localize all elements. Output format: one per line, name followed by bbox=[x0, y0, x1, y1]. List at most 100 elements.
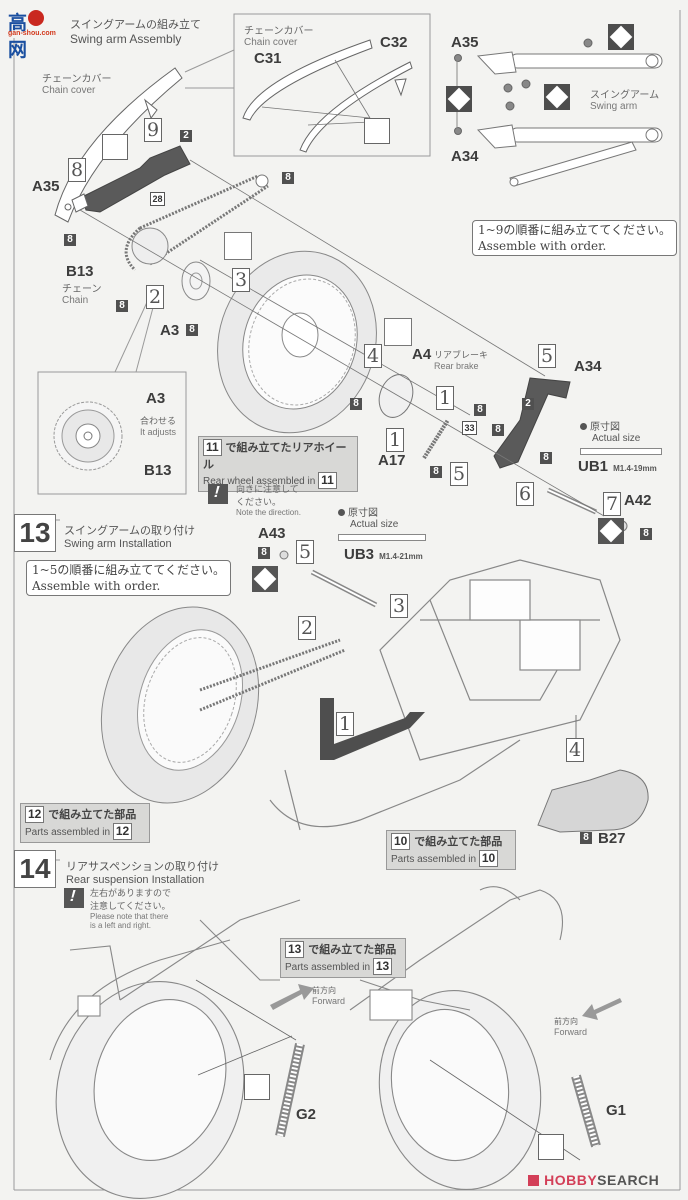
ref12-en: Parts assembled in bbox=[25, 827, 111, 838]
paint-code-8: 8 bbox=[258, 547, 270, 559]
paint-code-8: 8 bbox=[186, 324, 198, 336]
ref13-en: Parts assembled in bbox=[285, 962, 371, 973]
ref10-en: Parts assembled in bbox=[391, 854, 477, 865]
part-b27: B27 bbox=[598, 830, 626, 847]
paint-code-8: 8 bbox=[282, 172, 294, 184]
paint-code-8: 8 bbox=[540, 452, 552, 464]
left-right-note-jp-2: 注意してください。 bbox=[90, 902, 171, 912]
ref-panel-step10: 10 で組み立てた部品 Parts assembled in 10 bbox=[386, 830, 516, 870]
step13-order-note-en: Assemble with order. bbox=[32, 579, 161, 593]
ref-step-12: 12 bbox=[112, 823, 133, 840]
ref-step-11: 11 bbox=[318, 472, 337, 489]
left-right-note-en-2: is a left and right. bbox=[90, 921, 151, 930]
part-a42: A42 bbox=[624, 492, 652, 509]
no-cement-icon bbox=[224, 232, 252, 260]
rear-wheel-ref-panel: 11 で組み立てたリアホイール Rear wheel assembled in … bbox=[198, 436, 358, 492]
part-a17: A17 bbox=[378, 452, 406, 469]
ref-panel-step13: 13 で組み立てた部品 Parts assembled in 13 bbox=[280, 938, 406, 978]
swing-arm-label-en: Swing arm bbox=[590, 101, 638, 112]
ub1-actual-size-bar bbox=[580, 448, 662, 455]
caution-icon bbox=[208, 484, 228, 504]
step-number-3: 3 bbox=[390, 594, 408, 618]
step13-title-en: Swing arm Installation bbox=[64, 538, 172, 550]
step14-number: 14 bbox=[14, 850, 56, 888]
direction-note-en: Note the direction. bbox=[236, 508, 301, 517]
ref-step-12: 12 bbox=[25, 806, 45, 823]
adjusts-label-jp: 合わせる bbox=[140, 417, 177, 427]
chain-cover-label-en: Chain cover bbox=[42, 85, 96, 96]
paint-white-icon bbox=[598, 518, 624, 544]
part-b13: B13 bbox=[66, 263, 94, 280]
chain-cover-detail-box bbox=[233, 13, 431, 157]
step-number-1: 1 bbox=[386, 428, 404, 452]
ref-step-10: 10 bbox=[391, 833, 411, 850]
detail-chain-cover-en: Chain cover bbox=[244, 37, 298, 48]
paint-code-8: 8 bbox=[474, 404, 486, 416]
watermark-logo: 高 网 gan-shou.com bbox=[8, 8, 68, 61]
step12-title: スイングアームの組み立て Swing arm Assembly bbox=[70, 16, 201, 46]
ref-step-13: 13 bbox=[372, 958, 393, 975]
step-number-2: 2 bbox=[146, 285, 164, 309]
paint-code-28: 28 bbox=[150, 192, 165, 206]
left-right-note-en-1: Please note that there bbox=[90, 912, 169, 921]
step-number-8: 8 bbox=[68, 158, 86, 182]
forward-en: Forward bbox=[312, 996, 346, 1006]
chain-label-en: Chain bbox=[62, 295, 89, 306]
bullet-icon bbox=[338, 509, 345, 516]
step13-order-note: 1~5の順番に組み立ててください。 Assemble with order. bbox=[26, 560, 231, 596]
step-number-1: 1 bbox=[436, 386, 454, 410]
paint-white-icon bbox=[252, 566, 278, 592]
rear-brake-label-jp: リアブレーキ bbox=[434, 351, 489, 361]
part-a35: A35 bbox=[32, 178, 60, 195]
paint-code-8: 8 bbox=[430, 466, 442, 478]
swing-arm-label: スイングアーム Swing arm bbox=[590, 86, 659, 112]
step-number-2: 2 bbox=[298, 616, 316, 640]
rear-brake-label-en: Rear brake bbox=[434, 361, 479, 371]
bullet-icon bbox=[580, 423, 587, 430]
step-number-9: 9 bbox=[144, 118, 162, 142]
forward-jp: 前方向 bbox=[312, 986, 336, 995]
direction-note: 向きに注意して ください。 Note the direction. bbox=[236, 482, 301, 517]
paint-code-2: 2 bbox=[522, 398, 534, 410]
ref-panel-step12: 12 で組み立てた部品 Parts assembled in 12 bbox=[20, 803, 150, 843]
forward-label-left: 前方向 Forward bbox=[312, 985, 345, 1006]
step13-order-note-jp: 1~5の順番に組み立ててください。 bbox=[32, 563, 225, 577]
hobby-search-watermark: HOBBYSEARCH bbox=[528, 1170, 659, 1189]
part-a35-top: A35 bbox=[451, 34, 479, 51]
watermark-chars: 高 网 bbox=[8, 13, 38, 61]
paint-code-2: 2 bbox=[180, 130, 192, 142]
ub3-label: UB3 M1.4-21mm bbox=[344, 544, 423, 563]
chain-label-jp: チェーン bbox=[62, 284, 102, 295]
step14-title-en: Rear suspension Installation bbox=[66, 874, 205, 886]
part-g1: G1 bbox=[606, 1102, 627, 1119]
detail-part-b13: B13 bbox=[144, 462, 172, 479]
direction-note-jp-1: 向きに注意して bbox=[236, 485, 299, 495]
caution-icon bbox=[64, 888, 84, 908]
watermark-brand-b: SEARCH bbox=[597, 1172, 660, 1188]
forward-en: Forward bbox=[554, 1027, 588, 1037]
ref13-jp: で組み立てた部品 bbox=[308, 943, 397, 956]
cement-icon bbox=[538, 1134, 564, 1160]
actual-size-en: Actual size bbox=[350, 519, 399, 530]
ref-step-13: 13 bbox=[285, 941, 305, 958]
paint-code-8: 8 bbox=[580, 832, 592, 844]
ref-step-11: 11 bbox=[203, 439, 222, 456]
no-cement-icon bbox=[384, 318, 412, 346]
step-number-5: 5 bbox=[296, 540, 314, 564]
step12-title-jp: スイングアームの組み立て bbox=[70, 18, 202, 31]
sprocket-detail-box bbox=[37, 371, 187, 495]
forward-label-right: 前方向 Forward bbox=[554, 1016, 587, 1037]
step-number-4: 4 bbox=[364, 344, 382, 368]
part-c32: C32 bbox=[380, 34, 408, 51]
detail-part-a3: A3 bbox=[146, 390, 166, 407]
paint-black-icon bbox=[608, 24, 634, 50]
step12-order-note-en: Assemble with order. bbox=[478, 239, 607, 253]
step12-title-en: Swing arm Assembly bbox=[70, 32, 182, 46]
step14-title-jp: リアサスペンションの取り付け bbox=[66, 860, 220, 873]
adjusts-label: 合わせる It adjusts bbox=[140, 414, 176, 437]
hobby-search-logo-icon bbox=[528, 1175, 539, 1186]
paint-code-8: 8 bbox=[64, 234, 76, 246]
rear-wheel-ref-jp: で組み立てたリアホイール bbox=[203, 441, 347, 471]
part-a43: A43 bbox=[258, 525, 286, 542]
